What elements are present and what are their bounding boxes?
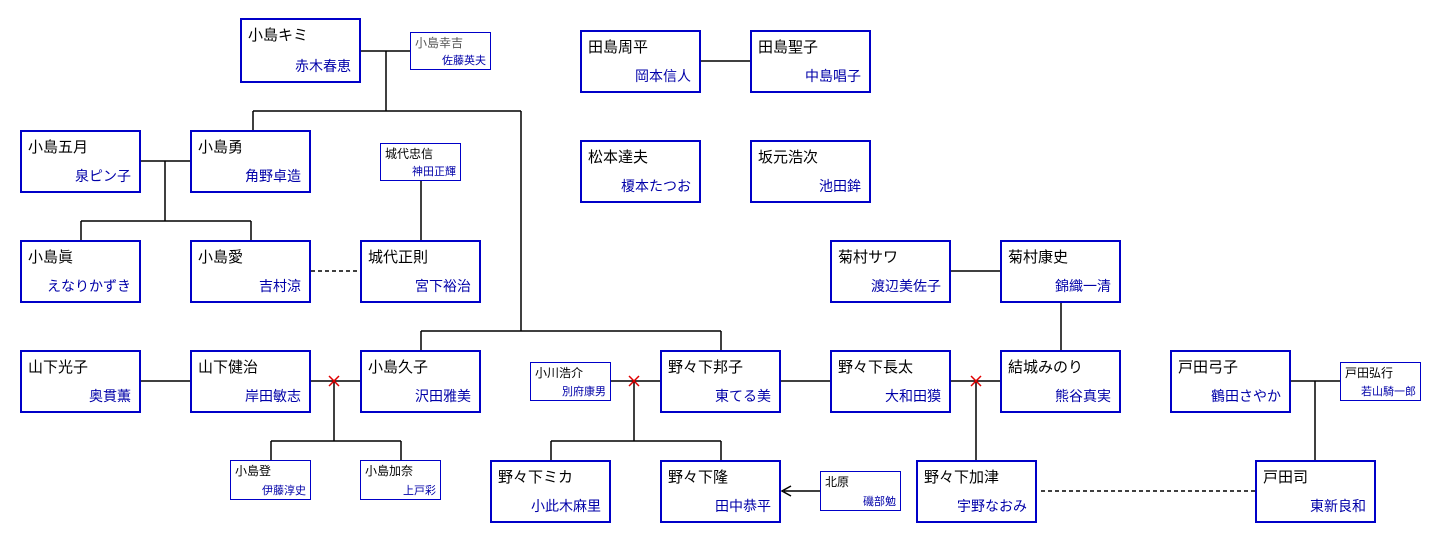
actor-name: 沢田雅美 (415, 389, 471, 405)
character-box-kojima-tadashi: 小島眞 えなりかずき (20, 240, 141, 303)
character-box-kojima-hisako: 小島久子 沢田雅美 (360, 350, 481, 413)
actor-name: 伊藤淳史 (262, 484, 306, 497)
character-box-nonoshita-mika: 野々下ミカ 小此木麻里 (490, 460, 611, 523)
character-box-toda-hiroyuki: 戸田弘行 若山騎一郎 (1340, 362, 1421, 401)
character-box-kojima-kokichi: 小島幸吉 佐藤英夫 (410, 32, 491, 70)
actor-name: 磯部勉 (863, 495, 896, 508)
role-name: 山下健治 (198, 358, 259, 376)
character-box-nonoshita-takashi: 野々下隆 田中恭平 (660, 460, 781, 523)
role-name: 城代正則 (368, 248, 429, 266)
role-name: 小島眞 (28, 248, 74, 266)
character-box-matsumoto-tatsuo: 松本達夫 榎本たつお (580, 140, 701, 203)
role-name: 野々下邦子 (668, 358, 744, 376)
actor-name: 佐藤英夫 (442, 54, 486, 67)
character-box-kojima-satsuki: 小島五月 泉ピン子 (20, 130, 141, 193)
role-name: 北原 (825, 475, 850, 489)
character-box-kikumura-sawa: 菊村サワ 渡辺美佐子 (830, 240, 951, 303)
arrowhead-icon (780, 485, 792, 497)
character-box-kojima-isamu: 小島勇 角野卓造 (190, 130, 311, 193)
actor-name: 錦織一清 (1055, 279, 1111, 295)
divorce-mark-icon (628, 375, 640, 387)
role-name: 戸田弓子 (1178, 358, 1239, 376)
actor-name: 宇野なおみ (957, 499, 1027, 515)
actor-name: 吉村涼 (259, 279, 301, 295)
character-box-tajima-shuhei: 田島周平 岡本信人 (580, 30, 701, 93)
role-name: 小島久子 (368, 358, 429, 376)
actor-name: 角野卓造 (245, 169, 301, 185)
actor-name: 大和田獏 (885, 389, 941, 405)
actor-name: 中島唱子 (805, 69, 861, 85)
character-box-kojima-kana: 小島加奈 上戸彩 (360, 460, 441, 500)
role-name: 菊村サワ (838, 248, 899, 266)
role-name: 城代忠信 (385, 147, 434, 161)
role-name: 結城みのり (1008, 358, 1084, 376)
role-name: 松本達夫 (588, 148, 649, 166)
role-name: 小島幸吉 (415, 36, 464, 50)
character-box-yuki-minori: 結城みのり 熊谷真実 (1000, 350, 1121, 413)
character-box-toda-tsukasa: 戸田司 東新良和 (1255, 460, 1376, 523)
character-box-kojima-kimi: 小島キミ 赤木春恵 (240, 18, 361, 83)
role-name: 田島周平 (588, 38, 649, 56)
character-box-kishiro-masanori: 城代正則 宮下裕治 (360, 240, 481, 303)
actor-name: 岸田敏志 (245, 389, 301, 405)
character-box-kishiro-tadanobu: 城代忠信 神田正輝 (380, 143, 461, 181)
actor-name: 東てる美 (715, 389, 771, 405)
actor-name: 別府康男 (562, 385, 606, 398)
character-box-kojima-noboru: 小島登 伊藤淳史 (230, 460, 311, 500)
actor-name: 上戸彩 (403, 484, 436, 497)
role-name: 小島愛 (198, 248, 244, 266)
role-name: 菊村康史 (1008, 248, 1069, 266)
character-box-sakamoto-koji: 坂元浩次 池田鉾 (750, 140, 871, 203)
actor-name: 若山騎一郎 (1361, 385, 1416, 398)
divorce-mark-icon (328, 375, 340, 387)
role-name: 田島聖子 (758, 38, 819, 56)
actor-name: 熊谷真実 (1055, 389, 1111, 405)
divorce-mark-icon (970, 375, 982, 387)
character-box-nonoshita-kuniko: 野々下邦子 東てる美 (660, 350, 781, 413)
actor-name: 渡辺美佐子 (871, 279, 941, 295)
role-name: 戸田弘行 (1345, 366, 1394, 380)
character-box-nonoshita-kazu: 野々下加津 宇野なおみ (916, 460, 1037, 523)
character-box-tajima-seiko: 田島聖子 中島唱子 (750, 30, 871, 93)
character-box-yamashita-mitsuko: 山下光子 奥貫薫 (20, 350, 141, 413)
actor-name: 東新良和 (1310, 499, 1366, 515)
character-box-yamashita-kenji: 山下健治 岸田敏志 (190, 350, 311, 413)
actor-name: えなりかずき (47, 279, 131, 295)
actor-name: 田中恭平 (715, 499, 771, 515)
character-box-kojima-ai: 小島愛 吉村涼 (190, 240, 311, 303)
role-name: 山下光子 (28, 358, 89, 376)
actor-name: 鶴田さやか (1211, 389, 1281, 405)
role-name: 小島加奈 (365, 464, 414, 478)
actor-name: 奥貫薫 (89, 389, 131, 405)
role-name: 野々下長太 (838, 358, 914, 376)
actor-name: 岡本信人 (635, 69, 691, 85)
actor-name: 宮下裕治 (415, 279, 471, 295)
actor-name: 池田鉾 (819, 179, 861, 195)
actor-name: 赤木春恵 (295, 59, 351, 75)
character-box-nonoshita-chota: 野々下長太 大和田獏 (830, 350, 951, 413)
role-name: 小島五月 (28, 138, 89, 156)
character-box-ogawa-kosuke: 小川浩介 別府康男 (530, 362, 611, 401)
character-box-kikumura-yasushi: 菊村康史 錦織一清 (1000, 240, 1121, 303)
actor-name: 泉ピン子 (75, 169, 131, 185)
role-name: 小川浩介 (535, 366, 584, 380)
character-box-toda-yumiko: 戸田弓子 鶴田さやか (1170, 350, 1291, 413)
role-name: 坂元浩次 (758, 148, 819, 166)
role-name: 野々下隆 (668, 468, 729, 486)
actor-name: 小此木麻里 (531, 499, 601, 515)
role-name: 戸田司 (1263, 468, 1309, 486)
character-box-kitahara: 北原 磯部勉 (820, 471, 901, 511)
role-name: 小島キミ (248, 26, 309, 44)
role-name: 野々下ミカ (498, 468, 574, 486)
role-name: 小島勇 (198, 138, 244, 156)
role-name: 野々下加津 (924, 468, 1000, 486)
role-name: 小島登 (235, 464, 272, 478)
actor-name: 神田正輝 (412, 165, 456, 178)
actor-name: 榎本たつお (621, 179, 691, 195)
